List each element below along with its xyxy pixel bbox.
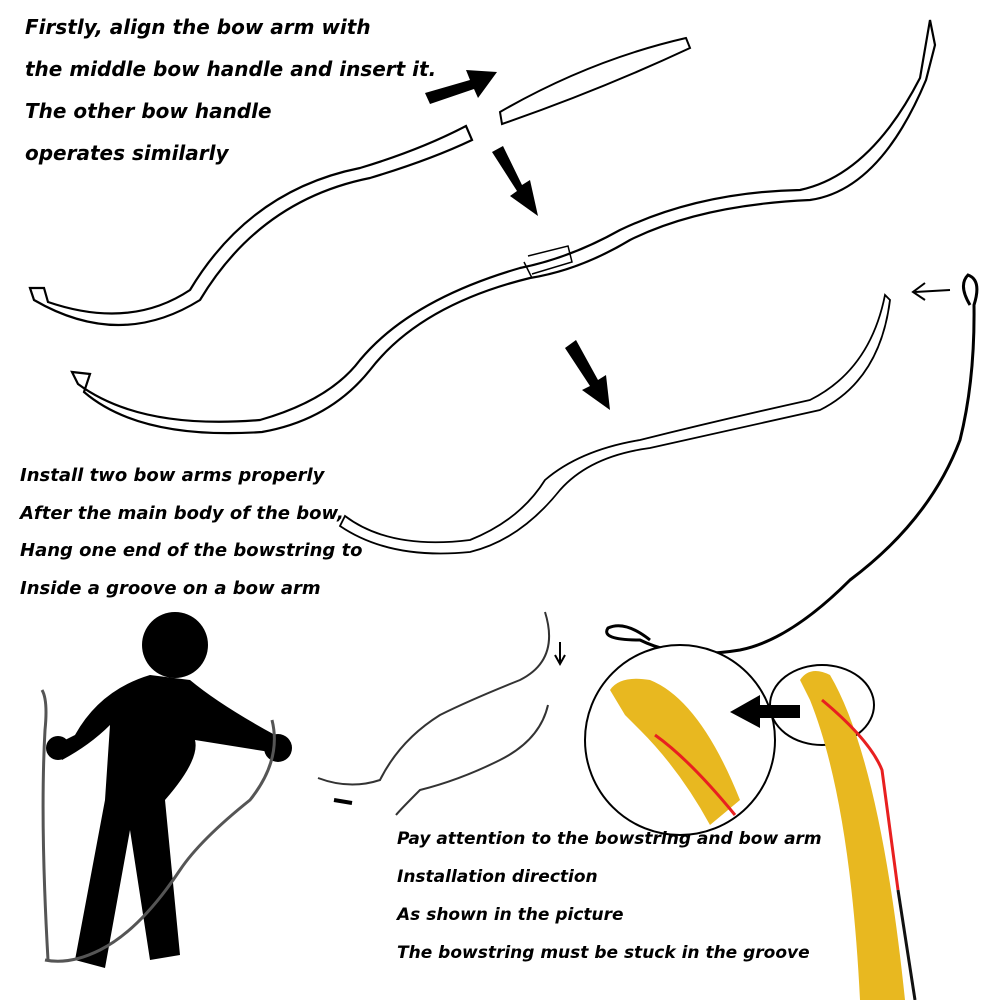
instruction-text: Firstly, align the bow arm with	[25, 15, 371, 39]
bow-handle-piece	[498, 36, 692, 126]
instruction-text: the middle bow handle and insert it.	[25, 57, 437, 81]
assembled-bow	[338, 293, 891, 555]
string-held	[40, 689, 50, 961]
person-silhouette	[46, 612, 292, 968]
instruction-text: The bowstring must be stuck in the groov…	[397, 943, 810, 963]
arrow-left-icon	[730, 695, 800, 728]
detail-circle	[769, 664, 875, 746]
bow-arm-left	[28, 124, 474, 327]
instruction-text: Pay attention to the bowstring and bow a…	[397, 829, 822, 849]
arrow-down-icon	[565, 340, 610, 410]
instruction-text: Inside a groove on a bow arm	[20, 578, 321, 599]
small-arrow-down-icon	[554, 642, 566, 667]
small-bow	[317, 611, 551, 786]
instruction-text: Install two bow arms properly	[20, 465, 325, 486]
bow-limb-photo	[800, 671, 905, 1000]
bowstring	[605, 273, 979, 655]
instruction-text: Hang one end of the bowstring to	[20, 540, 363, 561]
instruction-text: operates similarly	[25, 141, 229, 165]
instruction-text: The other bow handle	[25, 99, 272, 123]
small-bow-strung	[395, 704, 549, 816]
instruction-text: As shown in the picture	[397, 905, 624, 925]
instruction-text: Installation direction	[397, 867, 598, 887]
bow-held	[44, 719, 276, 963]
small-arrow-right-icon	[333, 798, 353, 805]
instruction-text: After the main body of the bow,	[20, 503, 344, 524]
assembled-bow	[70, 19, 937, 435]
arrow-down-icon	[492, 146, 538, 216]
arrow-right-icon	[425, 70, 497, 104]
small-arrow-left-icon	[911, 282, 951, 301]
